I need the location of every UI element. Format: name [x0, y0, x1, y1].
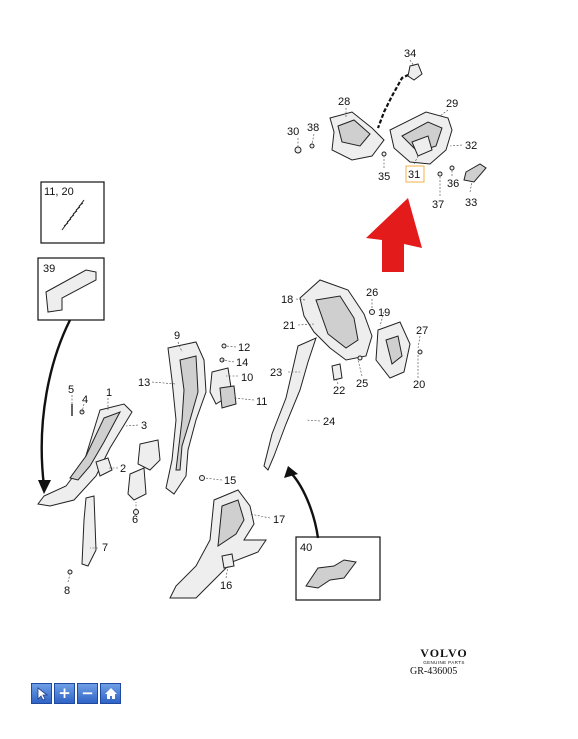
callout-22: 22 — [333, 385, 345, 397]
leader-lines — [67, 59, 473, 583]
callout-32: 32 — [465, 140, 477, 152]
callout-37: 37 — [432, 199, 444, 211]
callout-2: 2 — [120, 463, 126, 475]
callout-29: 29 — [446, 98, 458, 110]
callout-3: 3 — [141, 420, 147, 432]
part-31-highlight — [405, 165, 425, 183]
callout-18: 18 — [281, 294, 293, 306]
callout-34: 34 — [404, 48, 416, 60]
zoom-in-button[interactable]: + — [54, 683, 75, 704]
diagram-code: GR-436005 — [410, 666, 458, 677]
callout-24: 24 — [323, 416, 335, 428]
part-3-bracket — [137, 439, 161, 471]
part-22-clip — [331, 363, 343, 381]
callout-26: 26 — [366, 287, 378, 299]
pointer-40 — [289, 471, 320, 539]
zoom-out-icon: − — [81, 684, 94, 702]
inset-spring — [40, 181, 105, 244]
callout-33: 33 — [465, 197, 477, 209]
callout-11: 11 — [256, 396, 267, 408]
brand-subtitle: GENUINE PARTS — [423, 660, 465, 665]
callout-16: 16 — [220, 580, 232, 592]
inset-clip — [37, 257, 105, 321]
part-24-window-trim — [263, 337, 317, 471]
callout-5: 5 — [68, 384, 74, 396]
part-33-switch — [463, 163, 487, 183]
callout-11-20: 11, 20 — [44, 186, 74, 198]
part-7-strip — [81, 495, 97, 567]
callout-23: 23 — [270, 367, 282, 379]
b-pillar-assembly — [165, 341, 267, 599]
callout-6: 6 — [132, 514, 138, 526]
callout-12: 12 — [238, 342, 250, 354]
callout-7: 7 — [102, 542, 108, 554]
roof-console-assembly — [294, 63, 487, 183]
home-icon — [104, 688, 117, 699]
part-2-cover — [95, 457, 113, 477]
part-6-clip — [127, 467, 147, 501]
callout-39: 39 — [43, 263, 55, 275]
inset-pad — [295, 536, 381, 601]
callout-40: 40 — [300, 542, 312, 554]
callout-labels: 1 2 3 4 5 6 7 8 9 10 11 12 13 14 15 16 1… — [43, 48, 477, 597]
part-1-a-pillar — [37, 403, 133, 507]
brand-name: VOLVO — [420, 646, 468, 660]
callout-17: 17 — [273, 514, 285, 526]
callout-9: 9 — [174, 330, 180, 342]
callout-21: 21 — [283, 320, 295, 332]
callout-8: 8 — [64, 585, 70, 597]
part-34-cable — [376, 71, 415, 129]
callout-19: 19 — [378, 307, 390, 319]
pointer-39 — [40, 319, 72, 487]
zoom-in-icon: + — [58, 684, 71, 702]
callout-31: 31 — [408, 169, 420, 181]
callout-30: 30 — [287, 126, 299, 138]
part-11-retractor — [219, 385, 237, 409]
part-16-clip — [221, 553, 235, 569]
callout-36: 36 — [447, 178, 459, 190]
callout-28: 28 — [338, 96, 350, 108]
zoom-out-button[interactable]: − — [77, 683, 98, 704]
pointer-icon — [37, 686, 48, 701]
callout-13: 13 — [138, 377, 150, 389]
home-button[interactable] — [100, 683, 121, 704]
callout-10: 10 — [241, 372, 253, 384]
pointer-button[interactable] — [31, 683, 52, 704]
callout-25: 25 — [356, 378, 368, 390]
c-pillar-assembly — [263, 279, 423, 471]
volvo-brand: VOLVO GENUINE PARTS — [404, 646, 484, 665]
callout-4: 4 — [82, 394, 88, 406]
callout-35: 35 — [378, 171, 390, 183]
direction-arrow — [366, 198, 422, 272]
callout-38: 38 — [307, 122, 319, 134]
callout-14: 14 — [236, 357, 248, 369]
zoom-toolbar: + − — [31, 683, 121, 704]
callout-20: 20 — [413, 379, 425, 391]
callout-1: 1 — [106, 387, 112, 399]
a-pillar-assembly — [37, 403, 161, 575]
callout-15: 15 — [224, 475, 236, 487]
callout-27: 27 — [416, 325, 428, 337]
